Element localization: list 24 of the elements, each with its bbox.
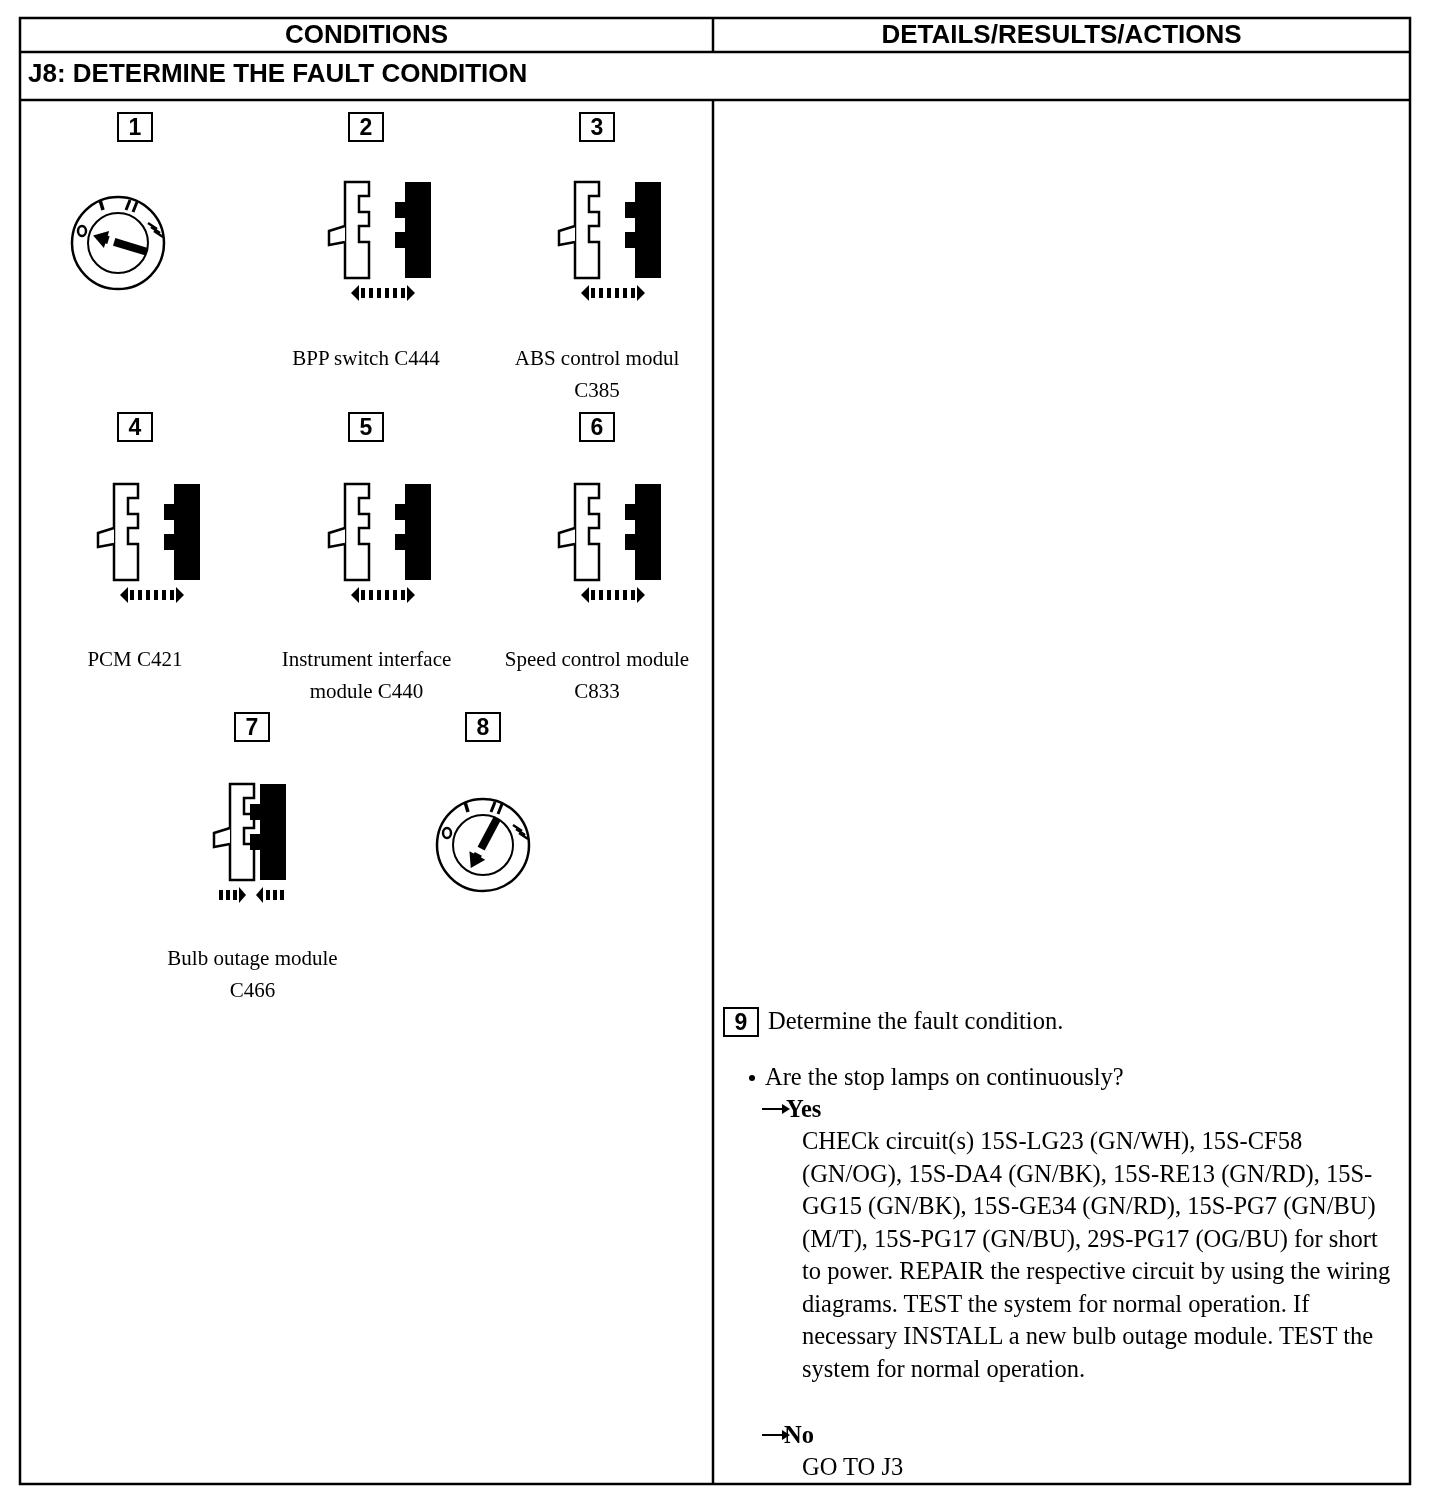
step-number: 7 [234, 712, 270, 742]
connector-caption: Speed control module C833 [503, 646, 691, 705]
step-number: 4 [117, 412, 153, 442]
section-title: J8: DETERMINE THE FAULT CONDITION [28, 58, 528, 89]
step-number: 9 [723, 1007, 759, 1037]
instruction-text: GO TO J3 [802, 1452, 905, 1482]
connector-caption: BPP switch C444 [291, 345, 441, 372]
step-number: 1 [117, 112, 153, 142]
step-number: 3 [579, 112, 615, 142]
connector-caption: Bulb outage module C466 [166, 945, 339, 1004]
connector-caption: Instrument interface module C440 [280, 646, 453, 705]
column-header: CONDITIONS [283, 19, 450, 50]
answer-label: Yes [786, 1094, 823, 1124]
instruction-text: CHECk circuit(s) 15S-LG23 (GN/WH), 15S-CF58 (GN/OG), 15S-DA4 (GN/BK), 15S-RE13 (GN/RD), 15S-GG15 (GN/BK), 15S-GE34 (GN/RD), 15S-PG7 (GN/BU) (M/T), 15S-PG17 (GN/BU), 29S-PG17 (OG/BU) for short to power. REPAIR the respective circuit by using the wiring diagrams. TEST the system for normal operation. If necessary INSTALL a new bulb outage module. TEST the system for normal operation. [802, 1126, 1392, 1384]
column-header: DETAILS/RESULTS/ACTIONS [880, 19, 1243, 50]
connector-caption: PCM C421 [86, 646, 184, 673]
step-number: 5 [348, 412, 384, 442]
instruction-text: Are the stop lamps on continuously? [765, 1062, 1125, 1092]
instruction-text: Determine the fault condition. [768, 1006, 1065, 1036]
connector-caption: ABS control modul C385 [513, 345, 681, 404]
step-number: 6 [579, 412, 615, 442]
answer-label: No [784, 1420, 815, 1450]
step-number: 2 [348, 112, 384, 142]
step-number: 8 [465, 712, 501, 742]
